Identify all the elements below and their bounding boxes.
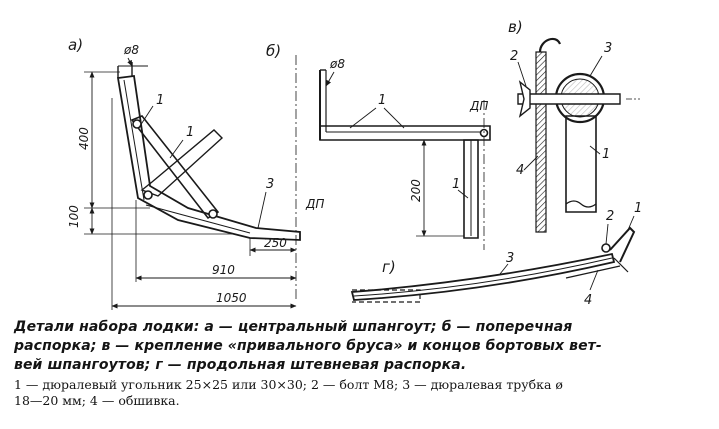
- caption-legend: 1 — дюралевый угольник 25×25 или 30×30; …: [14, 377, 710, 409]
- hull-skin: [535, 51, 547, 233]
- caption-legend-line: 1 — дюралевый угольник 25×25 или 30×30; …: [14, 377, 563, 392]
- part-3-label-g: 3: [506, 251, 514, 266]
- caption-title: Детали набора лодки: а — центральный шпа…: [14, 318, 710, 375]
- brace-1: [130, 115, 220, 220]
- dim-100-label: 100: [67, 205, 81, 228]
- stem-strut: [350, 252, 616, 301]
- phi-label-a: ø8: [123, 43, 139, 57]
- part-4-label-v: 4: [516, 163, 524, 178]
- panel-b: б) ø8 ДП 1 1 200: [266, 42, 491, 250]
- phi-label-b: ø8: [329, 57, 345, 71]
- dim-400-label: 400: [77, 127, 91, 150]
- dp-label-a: ДП: [305, 197, 324, 211]
- dim-1050-label: 1050: [216, 291, 247, 305]
- part-2-label-v: 2: [510, 49, 518, 64]
- panel-v-letter: в): [508, 18, 523, 36]
- part-2-label-g: 2: [606, 209, 614, 224]
- part-1b-label-b: 1: [452, 177, 460, 192]
- part-1a-label: 1: [156, 93, 164, 108]
- part-1b-label: 1: [186, 125, 194, 140]
- caption-title-line: Детали набора лодки: а — центральный шпа…: [14, 319, 573, 335]
- caption-title-line: распорка; в — крепление «привального бру…: [14, 338, 602, 354]
- panel-v: в) 2 3 1 4: [508, 18, 640, 233]
- panel-a-letter: а): [68, 36, 83, 54]
- part-3-label: 3: [266, 177, 274, 192]
- dim-200-label: 200: [409, 179, 423, 202]
- part-1-label-g: 1: [634, 201, 642, 216]
- technical-drawing: а) ø8 1 1 3 ДП: [67, 18, 642, 310]
- part-1a-label-b: 1: [378, 93, 386, 108]
- wing-nut: [518, 80, 531, 118]
- part-4-label-g: 4: [584, 293, 592, 308]
- transverse-strut: [319, 125, 491, 141]
- panel-b-letter: б): [266, 42, 281, 60]
- part-3-label-v: 3: [604, 41, 612, 56]
- caption-title-line: вей шпангоутов; г — продольная штевневая…: [14, 357, 467, 373]
- brace-2: [140, 129, 224, 197]
- side-branch: [116, 74, 301, 241]
- dp-label-b: ДП: [469, 99, 488, 113]
- vertical-strut: [463, 139, 479, 239]
- panel-a: а) ø8 1 1 3 ДП: [67, 36, 324, 310]
- dim-910-label: 910: [212, 263, 235, 277]
- panel-g: г) 3 2 1 4: [350, 201, 642, 308]
- caption-legend-line: 18—20 мм; 4 — обшивка.: [14, 393, 180, 408]
- panel-g-letter: г): [382, 258, 396, 276]
- dim-250-label: 250: [264, 236, 287, 250]
- part-1-label-v: 1: [602, 147, 610, 162]
- figure-caption: Детали набора лодки: а — центральный шпа…: [14, 318, 710, 409]
- frame-branch: [565, 115, 597, 213]
